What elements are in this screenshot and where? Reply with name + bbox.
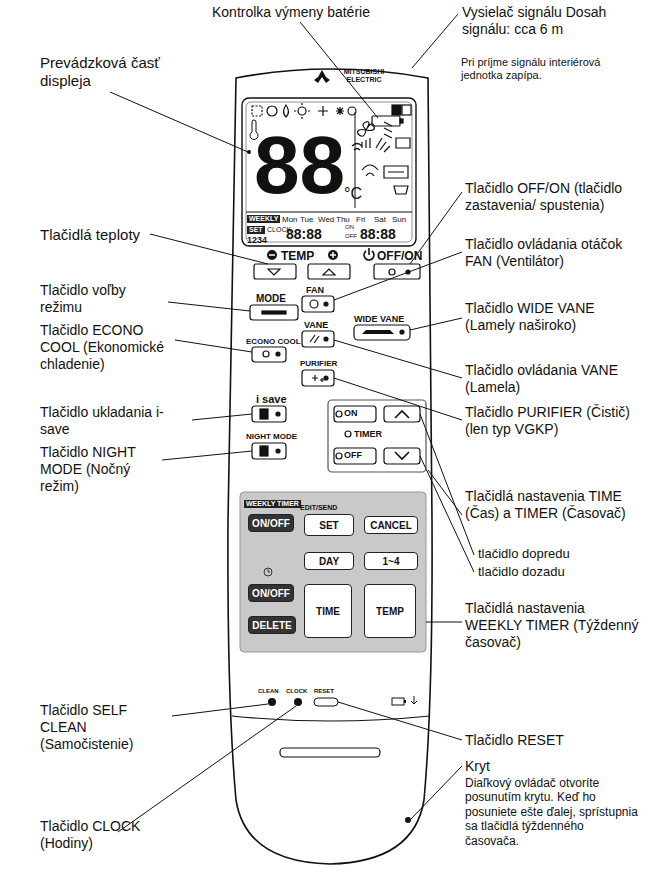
remote-marking: OFF/ON [377, 249, 421, 263]
callout-label: tlačidlo dozadu [478, 564, 628, 580]
button-label: SET [319, 520, 338, 531]
remote-marking: CLOCK [286, 688, 316, 695]
remote-marking: PURIFIER [300, 359, 344, 369]
callout-label: Tlačidlo OFF/ON (tlačidlo zastavenia/ sp… [465, 180, 640, 214]
remote-marking: ON [344, 408, 368, 419]
callout-label: Tlačidlá nastavenia WEEKLY TIMER (Týžden… [465, 600, 640, 650]
remote-marking: WIDE VANE [354, 314, 410, 325]
remote-marking: TEMP [281, 249, 325, 263]
brand-logo [314, 70, 330, 83]
remote-marking: 88 [254, 124, 358, 206]
weekly-timer-button: 1~4 [364, 552, 418, 570]
remote-marking: i save [256, 393, 296, 406]
remote-marking: Fri [356, 215, 372, 225]
callout-label: tlačidlo dopredu [478, 546, 628, 562]
remote-marking: NIGHT MODE [246, 432, 302, 442]
remote-marking: °C [344, 184, 372, 203]
weekly-timer-button: ON/OFF [248, 584, 294, 602]
callout-label: Prevádzková časť displeja [40, 54, 170, 90]
remote-marking: OFF [345, 233, 361, 240]
callout-label: Vysielač signálu Dosah signálu: cca 6 m [462, 4, 612, 38]
remote-marking: ECONO COOL [246, 337, 296, 347]
remote-marking: WEEKLY TIMER [244, 500, 301, 508]
weekly-timer-button: TEMP [364, 584, 416, 638]
cover-slot [280, 748, 380, 757]
weekly-timer-button: CANCEL [364, 516, 418, 534]
callout-label: Tlačidlo voľby režimu [40, 282, 168, 316]
remote-marking: Wed [318, 215, 336, 225]
timer-buttons [328, 400, 426, 472]
remote-marking: Thu [336, 215, 354, 225]
weekly-timer-area [240, 492, 426, 652]
callout-label: Tlačidlo ukladania i-save [40, 404, 192, 438]
remote-marking: 88:88 [286, 226, 344, 243]
remote-marking: Sun [392, 215, 410, 225]
remote-marking: WEEKLY [247, 215, 280, 223]
leader-lines [110, 14, 474, 832]
callout-label: Tlačidlo PURIFIER (Čistič) (len typ VGKP… [465, 404, 640, 438]
remote-marking: 1234 [247, 235, 277, 246]
callout-label: Kryt [465, 758, 640, 775]
callout-label: Tlačidlá nastavenia TIME (Čas) a TIMER (… [465, 488, 640, 522]
weekly-timer-button: TIME [304, 584, 352, 638]
button-label: DAY [319, 556, 339, 567]
weekly-timer-button: ON/OFF [248, 514, 294, 532]
remote-marking: FAN [306, 285, 336, 296]
remote-marking: OFF [344, 450, 368, 461]
remote-marking: MODE [256, 293, 300, 305]
callout-label: Tlačidlo WIDE VANE (Lamely naširoko) [465, 300, 640, 334]
remote-marking: Sat [374, 215, 390, 225]
remote-body [228, 69, 432, 864]
bottom-buttons [268, 696, 417, 706]
remote-marking: Tue [300, 215, 318, 225]
callout-label: Diaľkový ovládač otvoríte posunutím kryt… [465, 776, 641, 848]
weekly-timer-button: SET [304, 514, 354, 536]
button-label: DELETE [252, 620, 291, 631]
callout-label: Kontrolka výmeny batérie [212, 4, 402, 21]
button-label: 1~4 [383, 556, 400, 567]
callout-label: Pri príjme signálu interiérová jednotka … [461, 56, 641, 82]
remote-marking: CLEAN [258, 688, 288, 695]
remote-marking: TIMER [354, 429, 388, 440]
remote-marking: MITSUBISHI ELECTRIC [334, 68, 394, 85]
button-label: CANCEL [370, 520, 412, 531]
remote-marking: VANE [304, 320, 334, 331]
button-label: ON/OFF [252, 588, 290, 599]
remote-marking: 88:88 [360, 226, 412, 243]
button-label: TEMP [376, 606, 404, 617]
callout-label: Tlačidlo CLOCK (Hodiny) [40, 818, 172, 852]
callout-label: Tlačidlo ovládania VANE (Lamela) [465, 362, 640, 396]
callout-label: Tlačidlo RESET [465, 732, 640, 749]
button-label: TIME [316, 606, 340, 617]
remote-marking: RESET [314, 688, 344, 695]
weekly-timer-button: DAY [304, 552, 354, 570]
weekly-timer-button: DELETE [248, 616, 296, 634]
button-label: ON/OFF [252, 518, 290, 529]
display [242, 98, 416, 246]
callout-label: Tlačidlá teploty [40, 226, 170, 244]
cover-edge [232, 716, 430, 721]
remote-marking: SET [247, 226, 265, 234]
remote-marking: ON [345, 224, 359, 231]
remote-marking: EDIT/SEND [300, 504, 354, 512]
remote-marking: Mon [282, 215, 300, 225]
callout-label: Tlačidlo SELF CLEAN (Samočistenie) [40, 702, 172, 752]
display-status-icons [358, 116, 410, 194]
callout-label: Tlačidlo ovládania otáčok FAN (Ventiláto… [465, 236, 640, 270]
callout-label: Tlačidlo ECONO COOL (Ekonomické chladeni… [40, 322, 175, 372]
callout-label: Tlačidlo NIGHT MODE (Nočný režim) [40, 444, 162, 494]
